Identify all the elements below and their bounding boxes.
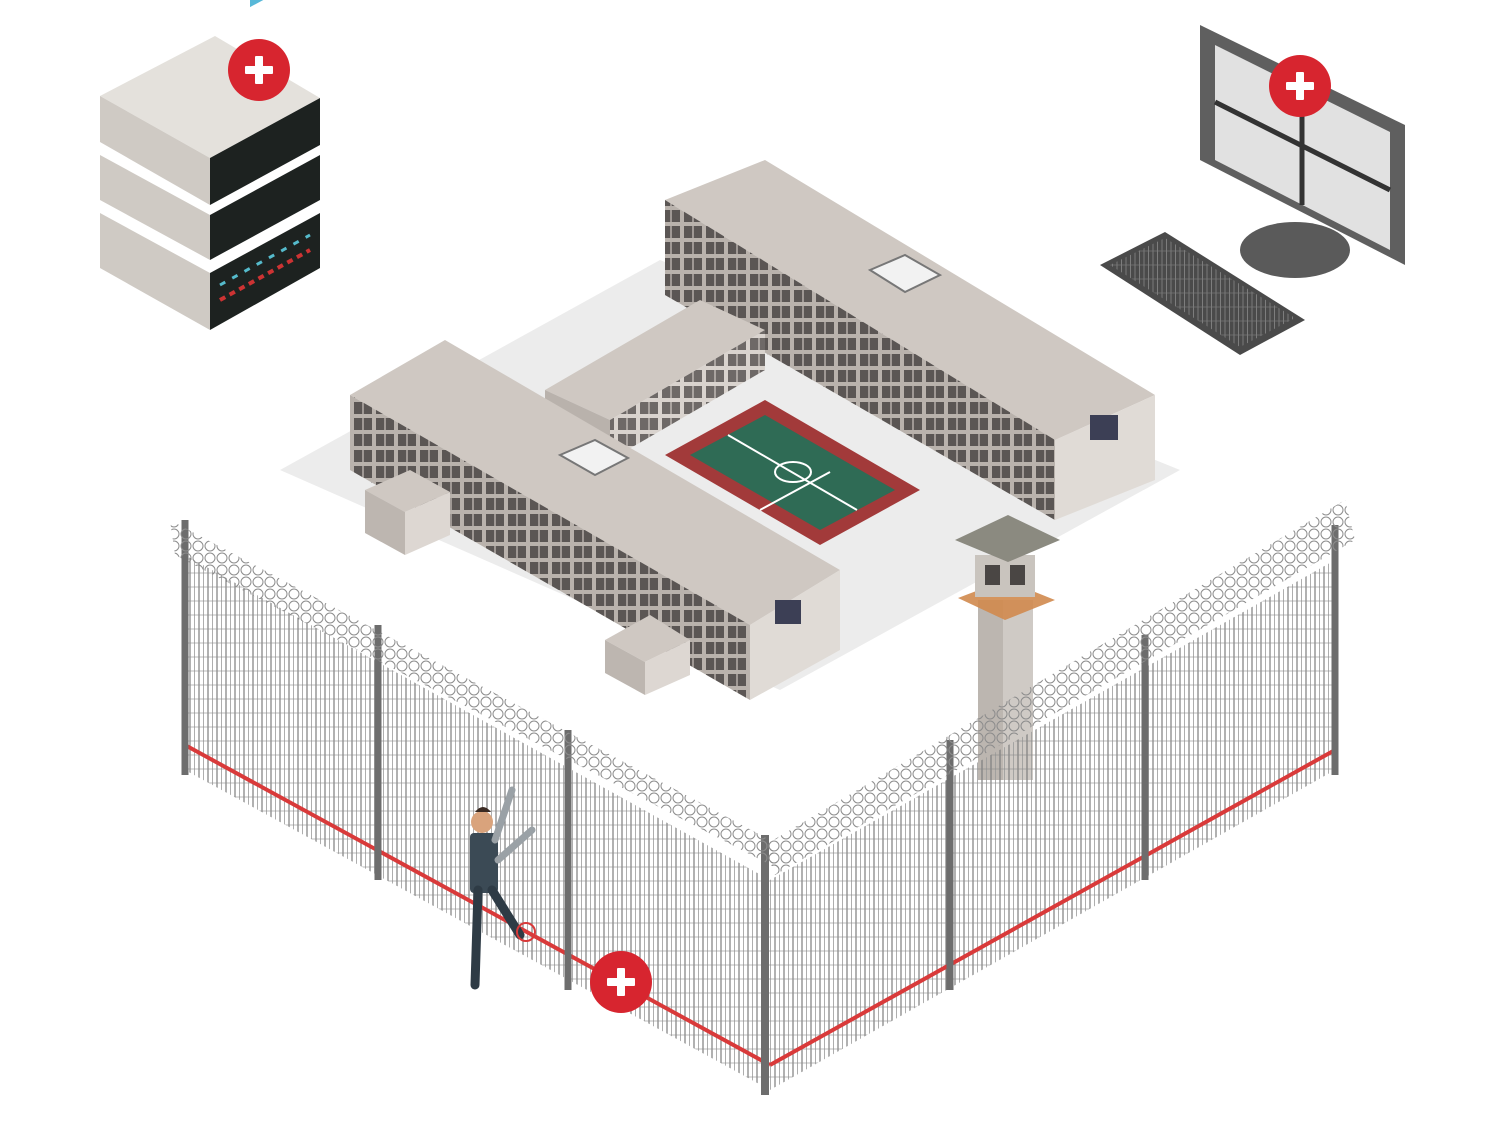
climbing-intruder (470, 786, 536, 990)
building-block-west (350, 340, 840, 700)
building-connector (545, 300, 765, 460)
plus-icon (607, 968, 635, 996)
basketball-court (665, 400, 920, 545)
monitor-workstation-hotspot-button[interactable] (1269, 55, 1331, 117)
prison-complex (350, 160, 1155, 780)
monitor-workstation (1100, 25, 1405, 355)
fence-section-right (765, 500, 1355, 1090)
fence-sensor-hotspot-button[interactable] (590, 951, 652, 1013)
monitor-stand (1240, 222, 1350, 278)
building-block-east (665, 160, 1155, 520)
plus-icon (245, 56, 273, 84)
plus-icon (1286, 72, 1314, 100)
server-rack (100, 0, 320, 330)
server-rack-hotspot-button[interactable] (228, 39, 290, 101)
